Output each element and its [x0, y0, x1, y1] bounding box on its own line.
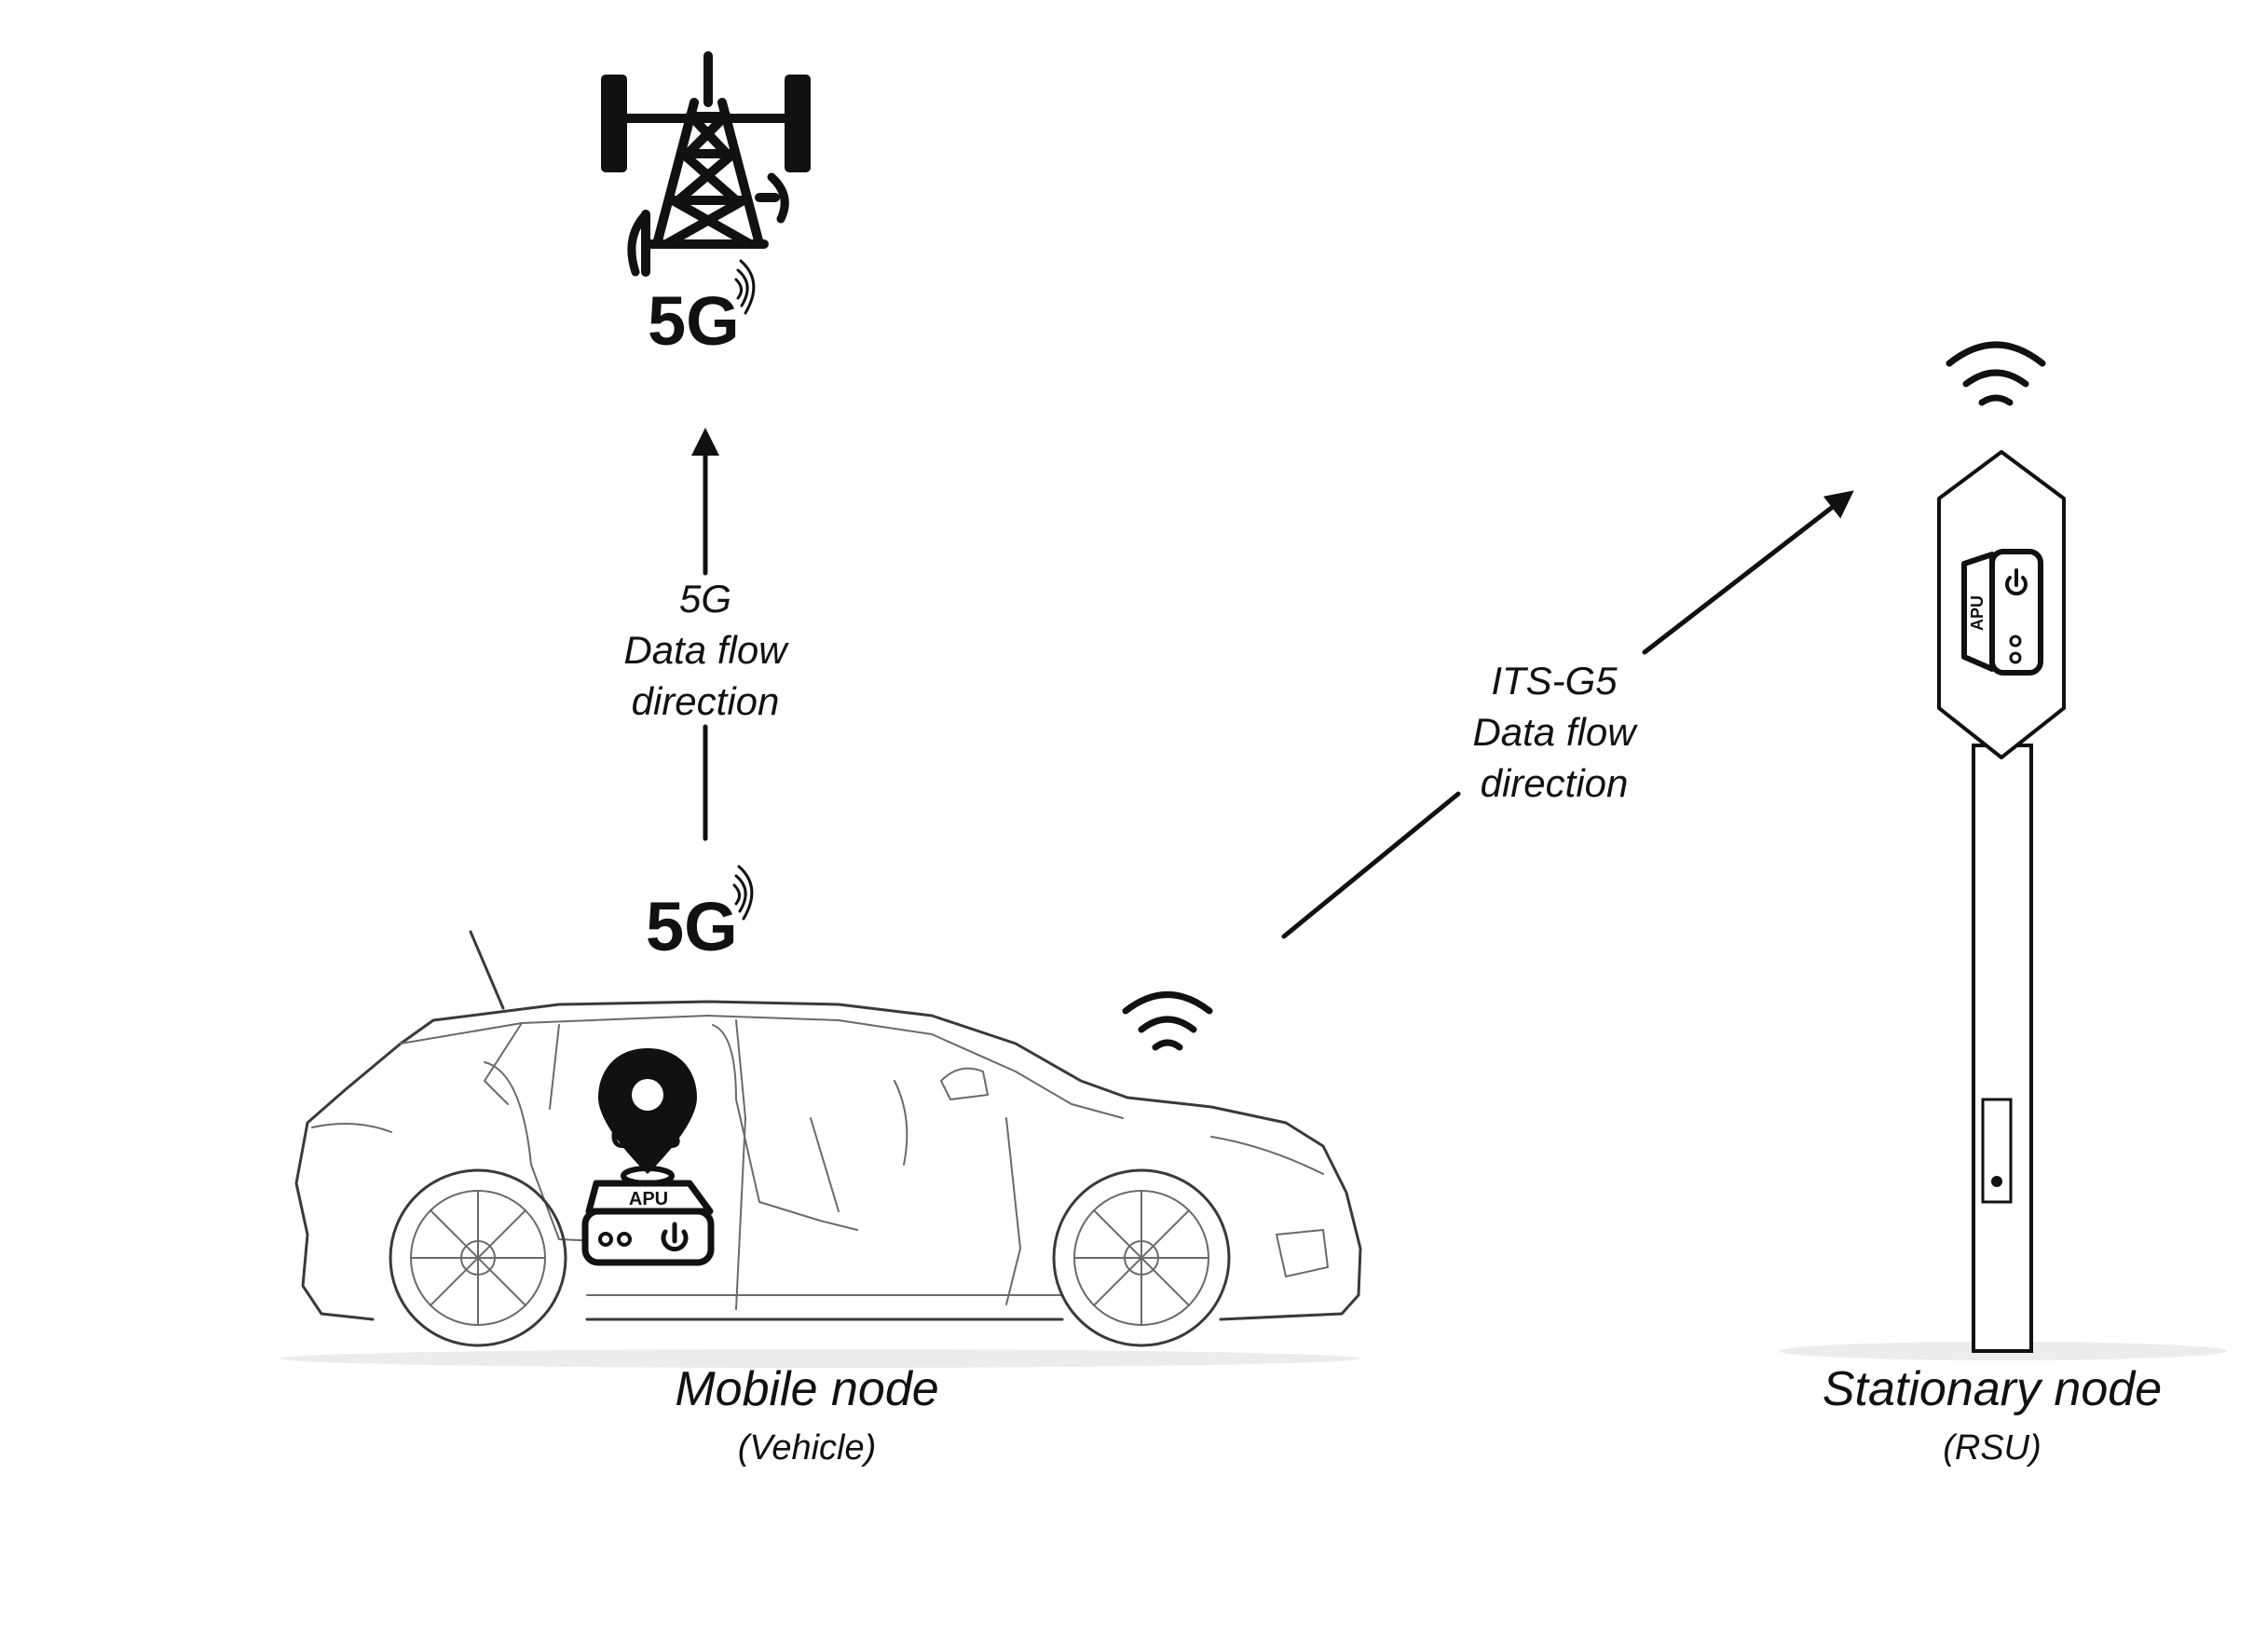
- itsg5-flow-arrow-lower: [1281, 791, 1461, 939]
- 5g-flow-label-line3: direction: [632, 679, 780, 723]
- vehicle-illustration: [280, 930, 1362, 1368]
- gps-label: GPS: [610, 1117, 681, 1155]
- apu-device-icon: [1961, 549, 2043, 676]
- rsu-wifi-icon: [1946, 341, 2046, 406]
- vehicle-apu-label: APU: [629, 1189, 668, 1209]
- stationary-node-title: Stationary node: [1823, 1362, 2162, 1416]
- vehicle-5g-label: 5G: [646, 888, 738, 965]
- location-pin-icon: [598, 1048, 697, 1186]
- rsu-apu-label: APU: [1968, 595, 1987, 631]
- cell-tower-icon: [601, 51, 811, 277]
- signal-waves-icon: [734, 259, 756, 315]
- itsg5-flow-arrow-upper: [1642, 490, 1854, 655]
- power-icon: [2005, 568, 2028, 596]
- mobile-node-subtitle: (Vehicle): [738, 1428, 877, 1468]
- power-icon: [661, 1222, 689, 1252]
- mobile-node-title: Mobile node: [675, 1362, 938, 1416]
- itsg5-flow-label-line2: Data flow: [1472, 710, 1638, 754]
- 5g-flow-label-line1: 5G: [679, 577, 731, 621]
- 5g-flow-label-line2: Data flow: [623, 628, 789, 672]
- stationary-node-subtitle: (RSU): [1943, 1428, 2042, 1468]
- signal-waves-icon: [732, 865, 754, 921]
- cell-tower-5g-label: 5G: [648, 282, 740, 360]
- itsg5-flow-label-line3: direction: [1481, 761, 1629, 805]
- vehicle-wifi-icon: [1122, 991, 1213, 1051]
- itsg5-flow-label-line1: ITS-G5: [1491, 659, 1618, 703]
